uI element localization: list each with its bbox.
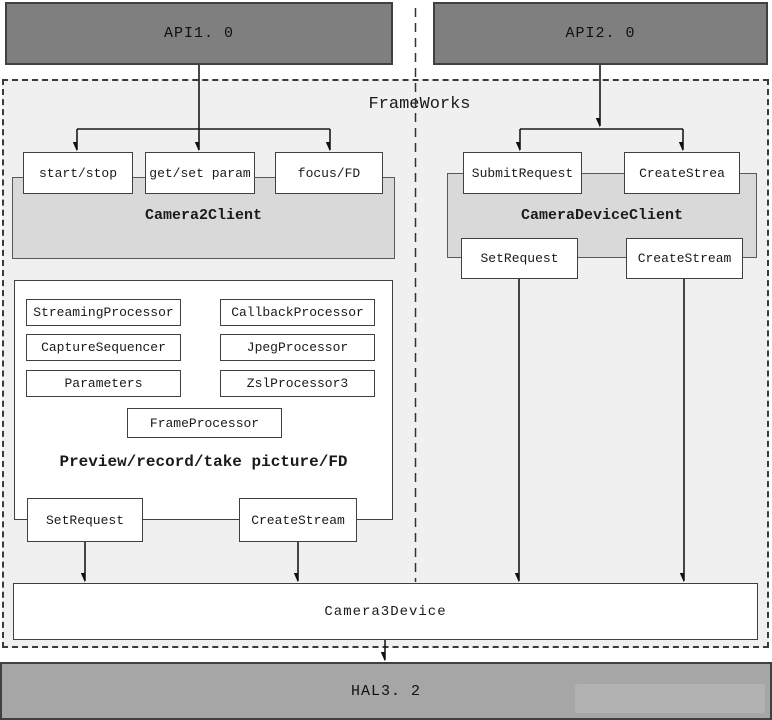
parameters-box: Parameters <box>26 370 181 397</box>
create-stream-box-right: CreateStream <box>626 238 743 279</box>
zsl-processor3-box: ZslProcessor3 <box>220 370 375 397</box>
watermark <box>575 684 765 713</box>
create-stream-box-left: CreateStream <box>239 498 357 542</box>
camera3device-box: Camera3Device <box>13 583 758 640</box>
frameworks-label: FrameWorks <box>368 95 471 114</box>
submit-request-box: SubmitRequest <box>463 152 582 194</box>
callback-processor-box: CallbackProcessor <box>220 299 375 326</box>
hal-box: HAL3. 2 <box>0 662 772 720</box>
create-strea-box: CreateStrea <box>624 152 740 194</box>
set-request-box-right: SetRequest <box>461 238 578 279</box>
get-set-param-box: get/set param <box>145 152 255 194</box>
camera2client-label: Camera2Client <box>144 207 263 224</box>
api2-box: API2. 0 <box>433 2 768 65</box>
capture-sequencer-box: CaptureSequencer <box>26 334 181 361</box>
api1-box: API1. 0 <box>5 2 393 65</box>
frame-processor-box: FrameProcessor <box>127 408 282 438</box>
jpeg-processor-box: JpegProcessor <box>220 334 375 361</box>
camera-device-client-label: CameraDeviceClient <box>520 207 684 224</box>
pipeline-caption: Preview/record/take picture/FD <box>59 453 348 471</box>
focus-fd-box: focus/FD <box>275 152 383 194</box>
streaming-processor-box: StreamingProcessor <box>26 299 181 326</box>
start-stop-box: start/stop <box>23 152 133 194</box>
set-request-box-left: SetRequest <box>27 498 143 542</box>
